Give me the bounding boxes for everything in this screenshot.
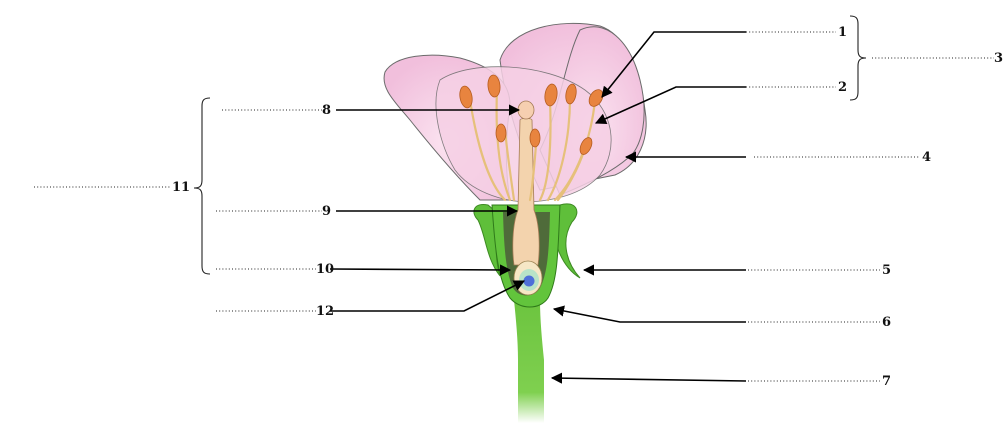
- egg-nucleus: [524, 276, 535, 287]
- petals: [384, 23, 646, 202]
- label-11: 11: [172, 180, 190, 195]
- label-6: 6: [882, 315, 891, 330]
- label-7: 7: [882, 374, 891, 389]
- anther: [496, 124, 506, 142]
- label-5: 5: [882, 263, 891, 278]
- label-9: 9: [322, 204, 331, 219]
- brace-right: [850, 16, 866, 100]
- label-12: 12: [316, 304, 334, 319]
- label-1: 1: [838, 25, 847, 40]
- label-10: 10: [316, 262, 334, 277]
- label-2: 2: [838, 80, 847, 95]
- stigma: [518, 101, 534, 119]
- label-4: 4: [922, 150, 931, 165]
- label-3: 3: [994, 51, 1003, 66]
- stem: [514, 300, 544, 423]
- brace-left: [194, 98, 210, 274]
- label-8: 8: [322, 103, 331, 118]
- anther: [530, 129, 540, 147]
